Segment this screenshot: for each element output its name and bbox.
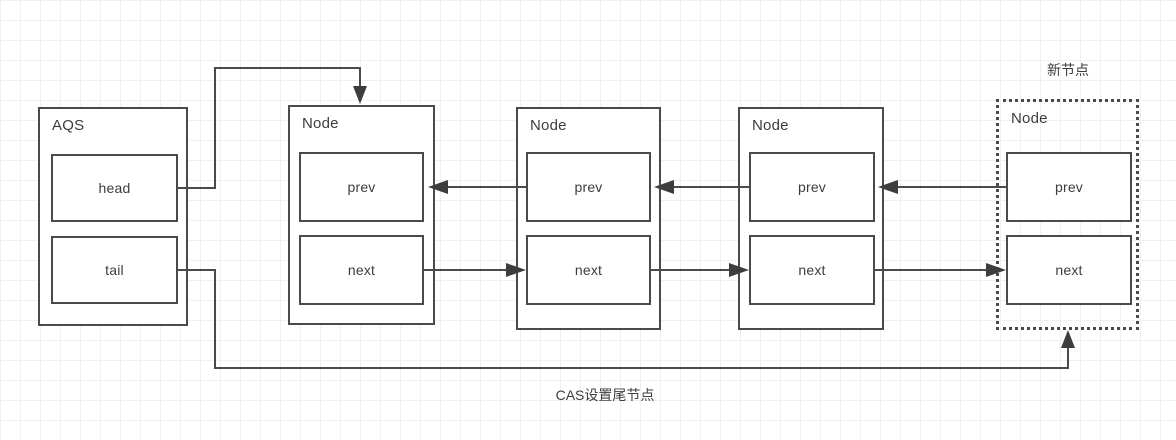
node-1-field-prev-label: prev (347, 179, 376, 195)
node-2-field-next: next (526, 235, 651, 305)
cas-caption: CAS设置尾节点 (490, 385, 720, 405)
connector-prev-node3-to-node2 (654, 180, 749, 194)
node-title-2: Node (530, 117, 567, 134)
aqs-field-tail-label: tail (105, 262, 124, 278)
node-1-field-prev: prev (299, 152, 424, 222)
node-2-field-prev: prev (526, 152, 651, 222)
new-node-annotation-text: 新节点 (1047, 62, 1089, 78)
node-3-field-next: next (749, 235, 875, 305)
new-node-annotation: 新节点 (1000, 60, 1136, 80)
aqs-field-head: head (51, 154, 178, 222)
connector-next-node1-to-node2 (424, 263, 526, 277)
node-1-field-next: next (299, 235, 424, 305)
node-4-field-prev: prev (1006, 152, 1132, 222)
node-3-field-prev: prev (749, 152, 875, 222)
node-3-field-next-label: next (798, 262, 826, 278)
connector-prev-node2-to-node1 (428, 180, 526, 194)
node-4-field-next-label: next (1055, 262, 1083, 278)
node-4-field-next: next (1006, 235, 1132, 305)
node-2-field-next-label: next (574, 262, 603, 278)
node-1-field-next-label: next (347, 262, 376, 278)
node-title-3: Node (752, 117, 789, 134)
node-4-field-prev-label: prev (1054, 179, 1084, 195)
node-3-field-prev-label: prev (797, 179, 827, 195)
cas-caption-text: CAS设置尾节点 (555, 387, 655, 403)
node-title-4: Node (1011, 110, 1048, 127)
connector-next-node3-to-node4 (875, 263, 1006, 277)
aqs-field-tail: tail (51, 236, 178, 304)
node-2-field-prev-label: prev (574, 179, 603, 195)
node-title-1: Node (302, 115, 339, 132)
aqs-field-head-label: head (98, 180, 131, 196)
connector-next-node2-to-node3 (651, 263, 749, 277)
connector-prev-node4-to-node3 (878, 180, 1006, 194)
aqs-title: AQS (52, 117, 85, 134)
